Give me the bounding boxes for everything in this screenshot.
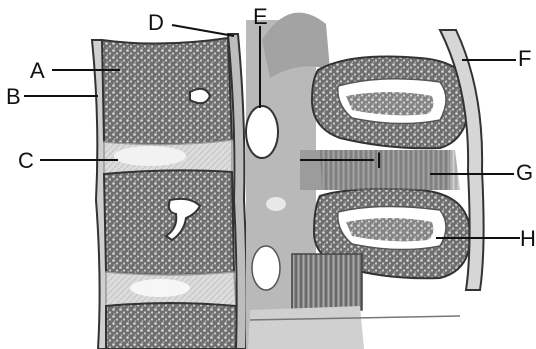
label-e: E bbox=[253, 4, 268, 29]
lower-fibrous-block bbox=[292, 254, 362, 310]
lowest-vertebral-body bbox=[106, 303, 238, 349]
label-d: D bbox=[148, 10, 164, 35]
label-f: F bbox=[518, 46, 531, 71]
intervertebral-foramen bbox=[246, 106, 278, 158]
upper-vertebral-body bbox=[102, 38, 232, 145]
vertebral-body-notch bbox=[190, 89, 210, 103]
label-a: A bbox=[30, 58, 45, 83]
lower-vertebral-body bbox=[104, 170, 234, 275]
label-b: B bbox=[6, 84, 21, 109]
lower-lamina bbox=[248, 306, 364, 349]
label-g: G bbox=[516, 160, 533, 185]
label-c: C bbox=[18, 148, 34, 173]
interspinous-ligament bbox=[320, 150, 460, 190]
lower-foramen bbox=[252, 246, 280, 290]
foramen-highlight bbox=[266, 197, 286, 211]
label-h: H bbox=[520, 226, 536, 251]
lower-nucleus bbox=[130, 279, 190, 297]
label-i: I bbox=[376, 148, 382, 173]
nucleus-pulposus bbox=[114, 146, 186, 166]
